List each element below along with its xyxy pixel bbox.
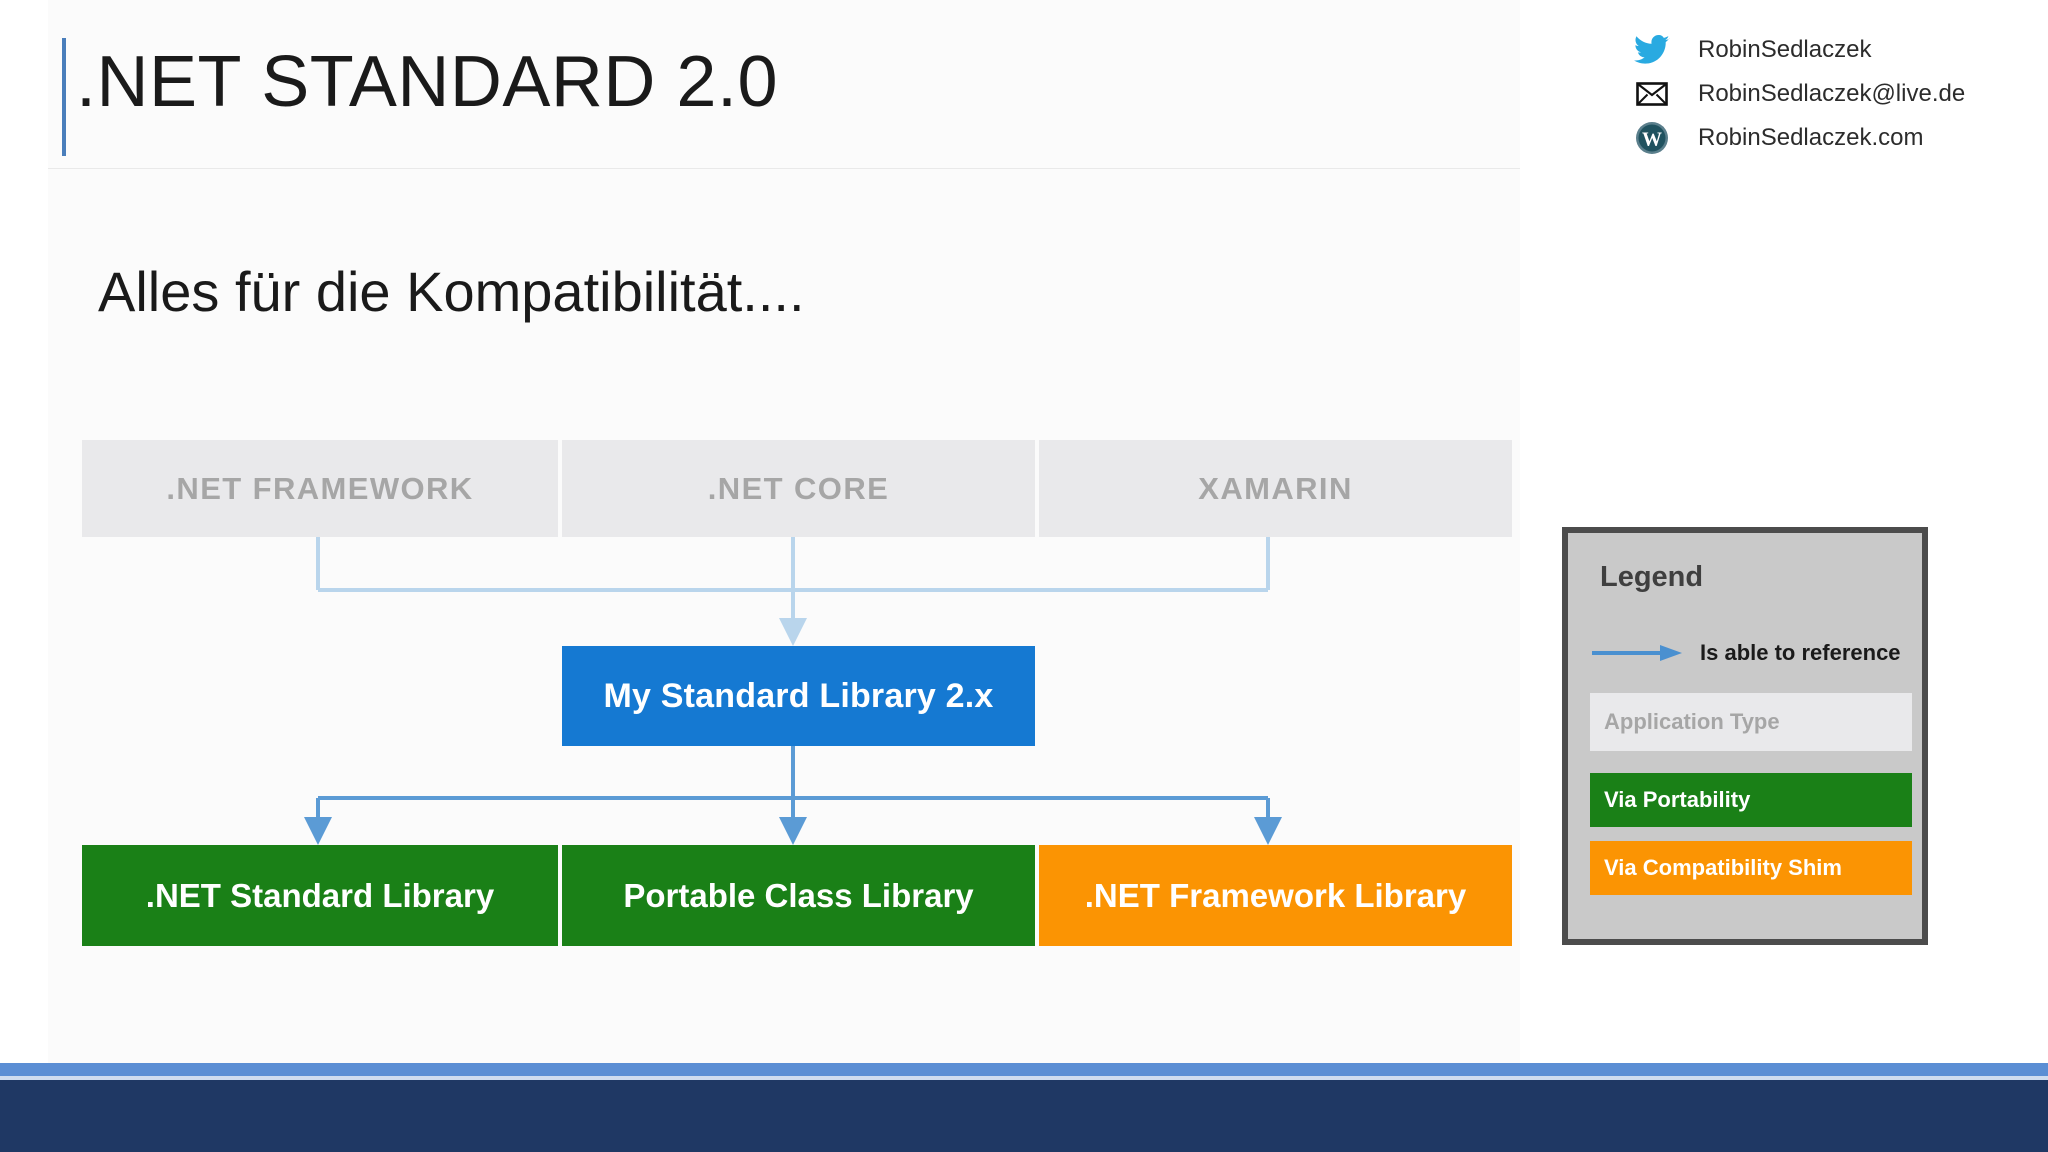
contact-label-twitter: RobinSedlaczek bbox=[1698, 36, 1872, 63]
node-portable-class-library[interactable]: Portable Class Library bbox=[562, 845, 1035, 946]
contact-label-website: RobinSedlaczek.com bbox=[1698, 124, 1924, 151]
legend-reference-label: Is able to reference bbox=[1700, 640, 1901, 665]
title-divider bbox=[48, 168, 1520, 169]
contact-block: RobinSedlaczek RobinSedlaczek@live.de W bbox=[1630, 28, 2030, 160]
node-label: .NET FRAMEWORK bbox=[166, 470, 474, 506]
legend-title: Legend bbox=[1600, 561, 1704, 593]
twitter-icon bbox=[1630, 33, 1674, 67]
node-xamarin[interactable]: XAMARIN bbox=[1039, 440, 1512, 537]
envelope-icon bbox=[1630, 77, 1674, 111]
node-label: .NET CORE bbox=[707, 470, 890, 506]
contact-row-email[interactable]: RobinSedlaczek@live.de bbox=[1630, 72, 2030, 116]
wordpress-icon: W bbox=[1630, 121, 1674, 155]
legend-swatch-via-portability: Via Portability bbox=[1590, 773, 1912, 827]
node-dotnet-standard-library[interactable]: .NET Standard Library bbox=[82, 845, 558, 946]
arrow-right-icon bbox=[1592, 645, 1682, 661]
node-dotnet-framework[interactable]: .NET FRAMEWORK bbox=[82, 440, 558, 537]
legend-swatch-via-compatibility-shim: Via Compatibility Shim bbox=[1590, 841, 1912, 895]
legend-swatch-label: Application Type bbox=[1604, 709, 1780, 734]
node-dotnet-framework-library[interactable]: .NET Framework Library bbox=[1039, 845, 1512, 946]
footer-accent-band bbox=[0, 1063, 2048, 1076]
node-dotnet-core[interactable]: .NET CORE bbox=[562, 440, 1035, 537]
legend-swatch-label: Via Compatibility Shim bbox=[1604, 855, 1842, 880]
footer-bar bbox=[0, 1080, 2048, 1152]
svg-text:W: W bbox=[1642, 129, 1662, 151]
node-label: .NET Standard Library bbox=[145, 876, 495, 914]
legend-item-reference: Is able to reference bbox=[1590, 636, 1912, 670]
legend-panel: Legend Is able to reference Application … bbox=[1562, 527, 1928, 945]
legend-swatch-application-type: Application Type bbox=[1590, 693, 1912, 751]
title-accent-bar bbox=[62, 38, 66, 156]
contact-row-website[interactable]: W RobinSedlaczek.com bbox=[1630, 116, 2030, 160]
node-label: My Standard Library 2.x bbox=[603, 676, 994, 715]
contact-row-twitter[interactable]: RobinSedlaczek bbox=[1630, 28, 2030, 72]
legend-swatch-label: Via Portability bbox=[1604, 787, 1751, 812]
page-title: .NET STANDARD 2.0 bbox=[76, 42, 778, 122]
slide-subtitle: Alles für die Kompatibilität.... bbox=[98, 260, 805, 323]
contact-label-email: RobinSedlaczek@live.de bbox=[1698, 80, 1966, 107]
node-label: .NET Framework Library bbox=[1084, 876, 1467, 914]
node-label: XAMARIN bbox=[1198, 470, 1353, 506]
node-label: Portable Class Library bbox=[623, 876, 974, 914]
footer-separator bbox=[0, 1076, 2048, 1080]
node-my-standard-library[interactable]: My Standard Library 2.x bbox=[562, 646, 1035, 746]
